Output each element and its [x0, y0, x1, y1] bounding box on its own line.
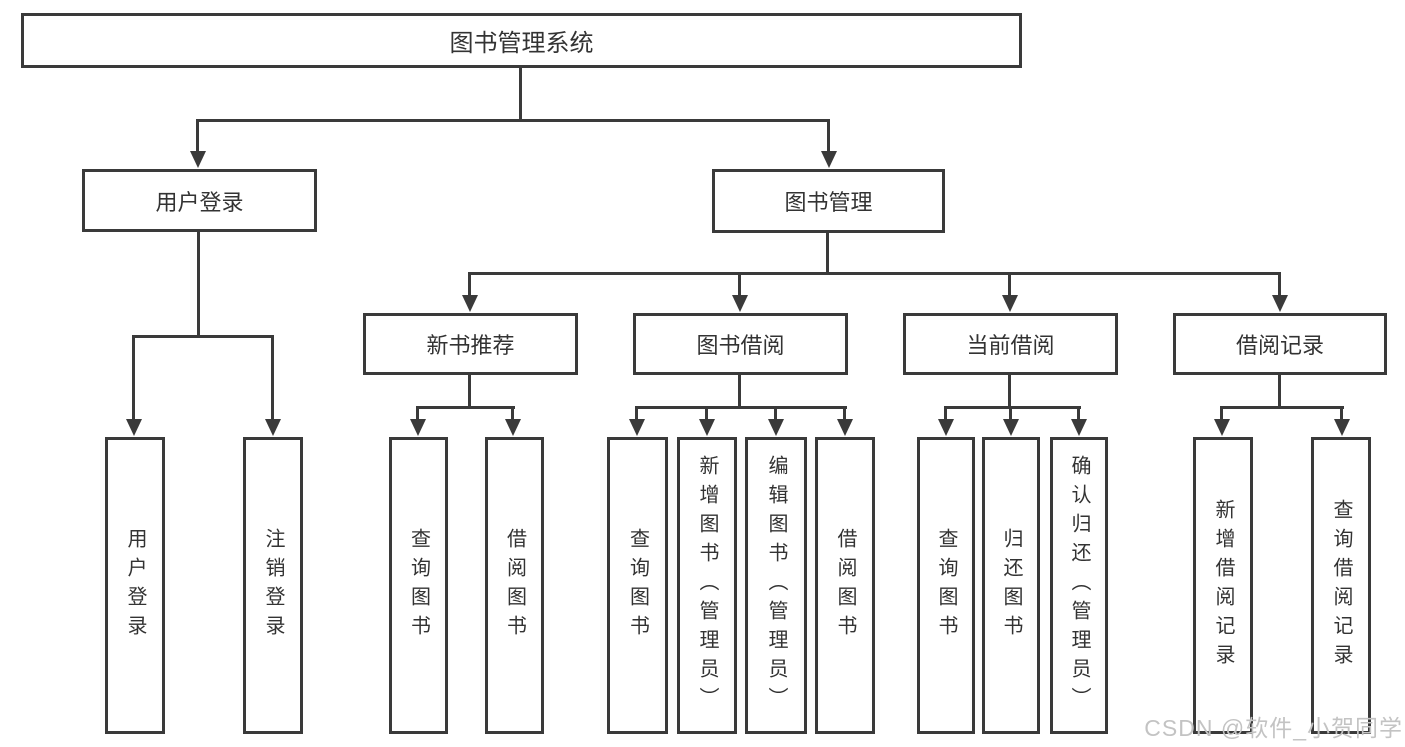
csdn-watermark: CSDN @软件_小贺同学	[1144, 715, 1403, 741]
arrowhead-icon	[1003, 419, 1019, 436]
leaf-edit-books-admin: 编辑图书（管理员）	[745, 437, 807, 734]
leaf-query-books-recommend-label: 查询图书	[407, 527, 430, 644]
connector-line	[1278, 375, 1281, 406]
arrowhead-icon	[410, 419, 426, 436]
connector-line	[944, 406, 1081, 409]
leaf-add-borrow-record-label: 新增借阅记录	[1212, 498, 1234, 673]
arrowhead-icon	[1002, 295, 1018, 312]
arrowhead-icon	[1071, 419, 1087, 436]
connector-line	[196, 119, 199, 152]
connector-line	[826, 233, 829, 272]
connector-line	[196, 119, 830, 122]
connector-line	[1220, 406, 1344, 409]
connector-line	[944, 406, 947, 420]
node-book-borrowing: 图书借阅	[633, 313, 848, 375]
leaf-query-books-recommend: 查询图书	[389, 437, 448, 734]
leaf-borrow-books: 借阅图书	[815, 437, 875, 734]
connector-line	[774, 406, 777, 420]
connector-line	[271, 335, 274, 420]
arrowhead-icon	[190, 151, 206, 168]
arrowhead-icon	[768, 419, 784, 436]
node-current-borrowing: 当前借阅	[903, 313, 1118, 375]
leaf-logout-login-label: 注销登录	[262, 527, 284, 644]
leaf-add-borrow-record: 新增借阅记录	[1193, 437, 1253, 734]
node-library-system-label: 图书管理系统	[449, 30, 594, 57]
leaf-return-books-label: 归还图书	[1000, 527, 1022, 644]
connector-line	[416, 406, 419, 420]
arrowhead-icon	[821, 151, 837, 168]
leaf-confirm-return-admin-label: 确认归还（管理员）	[1068, 455, 1090, 716]
connector-line	[843, 406, 846, 420]
arrowhead-icon	[938, 419, 954, 436]
connector-line	[1077, 406, 1080, 420]
arrowhead-icon	[837, 419, 853, 436]
node-library-system: 图书管理系统	[21, 13, 1022, 68]
leaf-query-books-current: 查询图书	[917, 437, 975, 734]
arrowhead-icon	[699, 419, 715, 436]
node-borrowing-records: 借阅记录	[1173, 313, 1387, 375]
connector-line	[468, 272, 1281, 275]
arrowhead-icon	[1272, 295, 1288, 312]
leaf-borrow-books-recommend: 借阅图书	[485, 437, 544, 734]
node-book-management-label: 图书管理	[784, 190, 873, 215]
leaf-user-login: 用户登录	[105, 437, 165, 734]
connector-line	[132, 335, 274, 338]
connector-line	[705, 406, 708, 420]
node-borrowing-records-label: 借阅记录	[1235, 333, 1324, 358]
leaf-add-books-admin-label: 新增图书（管理员）	[696, 455, 718, 716]
connector-line	[132, 335, 135, 420]
leaf-query-books-borrow-label: 查询图书	[626, 527, 649, 644]
node-new-book-recommendation-label: 新书推荐	[426, 333, 515, 358]
leaf-add-books-admin: 新增图书（管理员）	[677, 437, 737, 734]
connector-line	[738, 375, 741, 406]
connector-line	[468, 375, 471, 406]
node-user-login: 用户登录	[82, 169, 317, 232]
connector-line	[416, 406, 515, 409]
arrowhead-icon	[1334, 419, 1350, 436]
arrowhead-icon	[732, 295, 748, 312]
arrowhead-icon	[126, 419, 142, 436]
node-book-management: 图书管理	[712, 169, 945, 233]
leaf-return-books: 归还图书	[982, 437, 1040, 734]
node-current-borrowing-label: 当前借阅	[966, 333, 1055, 358]
connector-line	[738, 272, 741, 296]
connector-line	[1220, 406, 1223, 420]
arrowhead-icon	[629, 419, 645, 436]
node-new-book-recommendation: 新书推荐	[363, 313, 578, 375]
connector-line	[635, 406, 638, 420]
arrowhead-icon	[462, 295, 478, 312]
connector-line	[197, 232, 200, 335]
leaf-query-borrow-record: 查询借阅记录	[1311, 437, 1371, 734]
leaf-logout-login: 注销登录	[243, 437, 303, 734]
leaf-query-borrow-record-label: 查询借阅记录	[1330, 498, 1352, 673]
arrowhead-icon	[1214, 419, 1230, 436]
leaf-query-books-borrow: 查询图书	[607, 437, 668, 734]
node-user-login-label: 用户登录	[155, 189, 244, 215]
connector-line	[635, 406, 847, 409]
leaf-edit-books-admin-label: 编辑图书（管理员）	[765, 455, 787, 716]
arrowhead-icon	[505, 419, 521, 436]
leaf-borrow-books-label: 借阅图书	[834, 527, 856, 644]
connector-line	[1278, 272, 1281, 296]
leaf-borrow-books-recommend-label: 借阅图书	[503, 527, 526, 644]
connector-line	[519, 68, 522, 119]
connector-line	[511, 406, 514, 420]
leaf-confirm-return-admin: 确认归还（管理员）	[1050, 437, 1108, 734]
connector-line	[1340, 406, 1343, 420]
leaf-query-books-current-label: 查询图书	[935, 527, 957, 644]
connector-line	[468, 272, 471, 296]
leaf-user-login-label: 用户登录	[124, 527, 146, 644]
connector-line	[827, 119, 830, 152]
arrowhead-icon	[265, 419, 281, 436]
node-book-borrowing-label: 图书借阅	[696, 333, 785, 358]
connector-line	[1008, 272, 1011, 296]
connector-line	[1009, 406, 1012, 420]
connector-line	[1008, 375, 1011, 406]
